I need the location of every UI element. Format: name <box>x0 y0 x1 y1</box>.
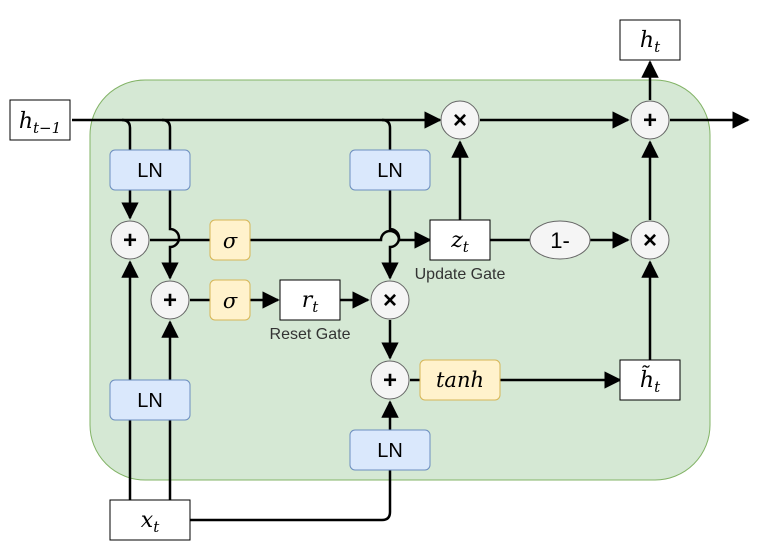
plus-node-3: + <box>370 360 410 400</box>
line-x-to-ln4 <box>190 470 392 522</box>
ln-box-1: LN <box>109 149 191 191</box>
ln-label: LN <box>377 440 403 462</box>
one-minus-label: 1- <box>550 228 570 253</box>
tanh-label: tanh <box>436 368 484 392</box>
multiply-node-top: × <box>440 100 480 140</box>
connections <box>72 60 750 522</box>
tanh-box: tanh <box>419 359 501 401</box>
svg-text:rt: rt <box>302 288 320 316</box>
svg-text:+: + <box>123 227 137 254</box>
ln-label: LN <box>137 390 163 412</box>
ln-label: LN <box>137 160 163 182</box>
r-box: rt <box>279 279 341 321</box>
svg-text:+: + <box>163 287 177 314</box>
ln-box-3: LN <box>109 379 191 421</box>
plus-node-top: + <box>630 100 670 140</box>
reset-gate-caption: Reset Gate <box>270 326 351 343</box>
sigma-label: σ <box>223 229 238 253</box>
multiply-node-mid: × <box>370 280 410 320</box>
ln-label: LN <box>377 160 403 182</box>
svg-text:zt: zt <box>450 228 470 256</box>
h-tilde-box: h̃t <box>619 359 681 401</box>
sigma-label: σ <box>223 289 238 313</box>
line-hprev-to-ln1 <box>121 118 132 150</box>
z-box: zt <box>429 219 491 261</box>
plus-node-1: + <box>110 220 150 260</box>
h-out-box: ht <box>619 19 681 61</box>
svg-text:×: × <box>383 287 397 314</box>
h-prev-box: ht−1 <box>9 99 71 141</box>
update-gate-caption: Update Gate <box>415 266 506 283</box>
x-in-box: xt <box>109 499 191 541</box>
line-sigma1-to-z <box>250 229 432 249</box>
sigma-box-reset: σ <box>209 279 251 321</box>
ln-box-2: LN <box>349 149 431 191</box>
ln-box-4: LN <box>349 429 431 471</box>
svg-text:×: × <box>453 107 467 134</box>
svg-text:h̃t: h̃t <box>640 366 661 396</box>
one-minus-node: 1- <box>529 220 591 260</box>
svg-text:+: + <box>383 367 397 394</box>
line-hprev-to-plus2 <box>161 118 181 280</box>
svg-text:xt: xt <box>141 508 160 536</box>
plus-node-2: + <box>150 280 190 320</box>
svg-text:ht−1: ht−1 <box>19 109 61 137</box>
svg-text:×: × <box>643 227 657 254</box>
sigma-box-update: σ <box>209 219 251 261</box>
multiply-node-right: × <box>630 220 670 260</box>
line-hprev-to-ln2 <box>381 118 392 150</box>
svg-text:ht: ht <box>640 28 661 56</box>
svg-text:+: + <box>643 107 657 134</box>
